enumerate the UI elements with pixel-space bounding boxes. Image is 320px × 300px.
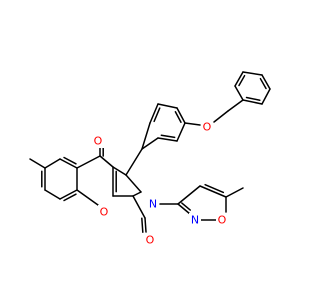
bond-line (225, 187, 244, 198)
atom-o-ether: O (201, 120, 213, 134)
bond-line (141, 137, 159, 150)
bond-line (63, 193, 77, 202)
bond-line (204, 183, 225, 194)
bond-layer (29, 71, 271, 233)
bond-line (144, 217, 147, 233)
bond-line (181, 202, 191, 211)
bond-line (125, 174, 142, 193)
bond-line (59, 189, 78, 200)
atom-label: O (146, 234, 155, 247)
bond-line (176, 107, 186, 124)
bond-line (44, 189, 61, 200)
bond-line (261, 88, 271, 105)
bond-line (132, 195, 146, 219)
bond-line (76, 155, 101, 169)
bond-line (99, 155, 114, 168)
atom-label: O (218, 214, 227, 227)
bond-line (234, 71, 244, 87)
atom-o-isoxazole: O (216, 213, 228, 227)
bond-line (141, 217, 144, 233)
atom-n-pyrrole: N (147, 197, 159, 211)
molecule-structure: O O O N N O O (29, 71, 271, 247)
bond-line (125, 148, 143, 176)
bond-line (234, 85, 244, 101)
bond-line (157, 103, 178, 109)
bond-line (245, 96, 261, 102)
atom-o-carbonyl-top: O (92, 134, 104, 148)
bond-line (44, 158, 61, 169)
bond-line (153, 107, 161, 123)
bond-line (76, 189, 99, 206)
bond-line (242, 71, 263, 76)
bond-line (59, 158, 78, 169)
bond-line (199, 185, 227, 198)
bond-line (29, 158, 46, 169)
bond-line (227, 99, 244, 112)
atom-label: O (94, 135, 103, 148)
bond-line (261, 74, 271, 90)
atom-label: N (191, 214, 199, 227)
bond-line (177, 185, 201, 205)
atom-o-carbonyl-bottom: O (144, 233, 156, 247)
bond-line (112, 166, 127, 176)
atom-label-layer: O O O N N O O (92, 120, 228, 247)
bond-line (149, 103, 159, 124)
atom-label: O (100, 206, 109, 219)
atom-label: N (149, 198, 157, 211)
bond-line (63, 156, 77, 165)
bond-line (259, 77, 267, 90)
atom-label: O (203, 121, 212, 134)
bond-line (177, 203, 191, 215)
bond-line (213, 110, 229, 123)
bond-line (176, 122, 186, 142)
atom-o-chromene: O (98, 205, 110, 219)
bond-line (157, 137, 178, 142)
bond-line (160, 134, 176, 139)
bond-line (174, 111, 182, 124)
bond-line (238, 74, 246, 87)
bond-line (184, 122, 201, 126)
atom-n-isoxazole: N (189, 213, 201, 227)
bond-line (242, 99, 263, 105)
bond-line (132, 191, 142, 197)
bond-line (141, 122, 151, 150)
